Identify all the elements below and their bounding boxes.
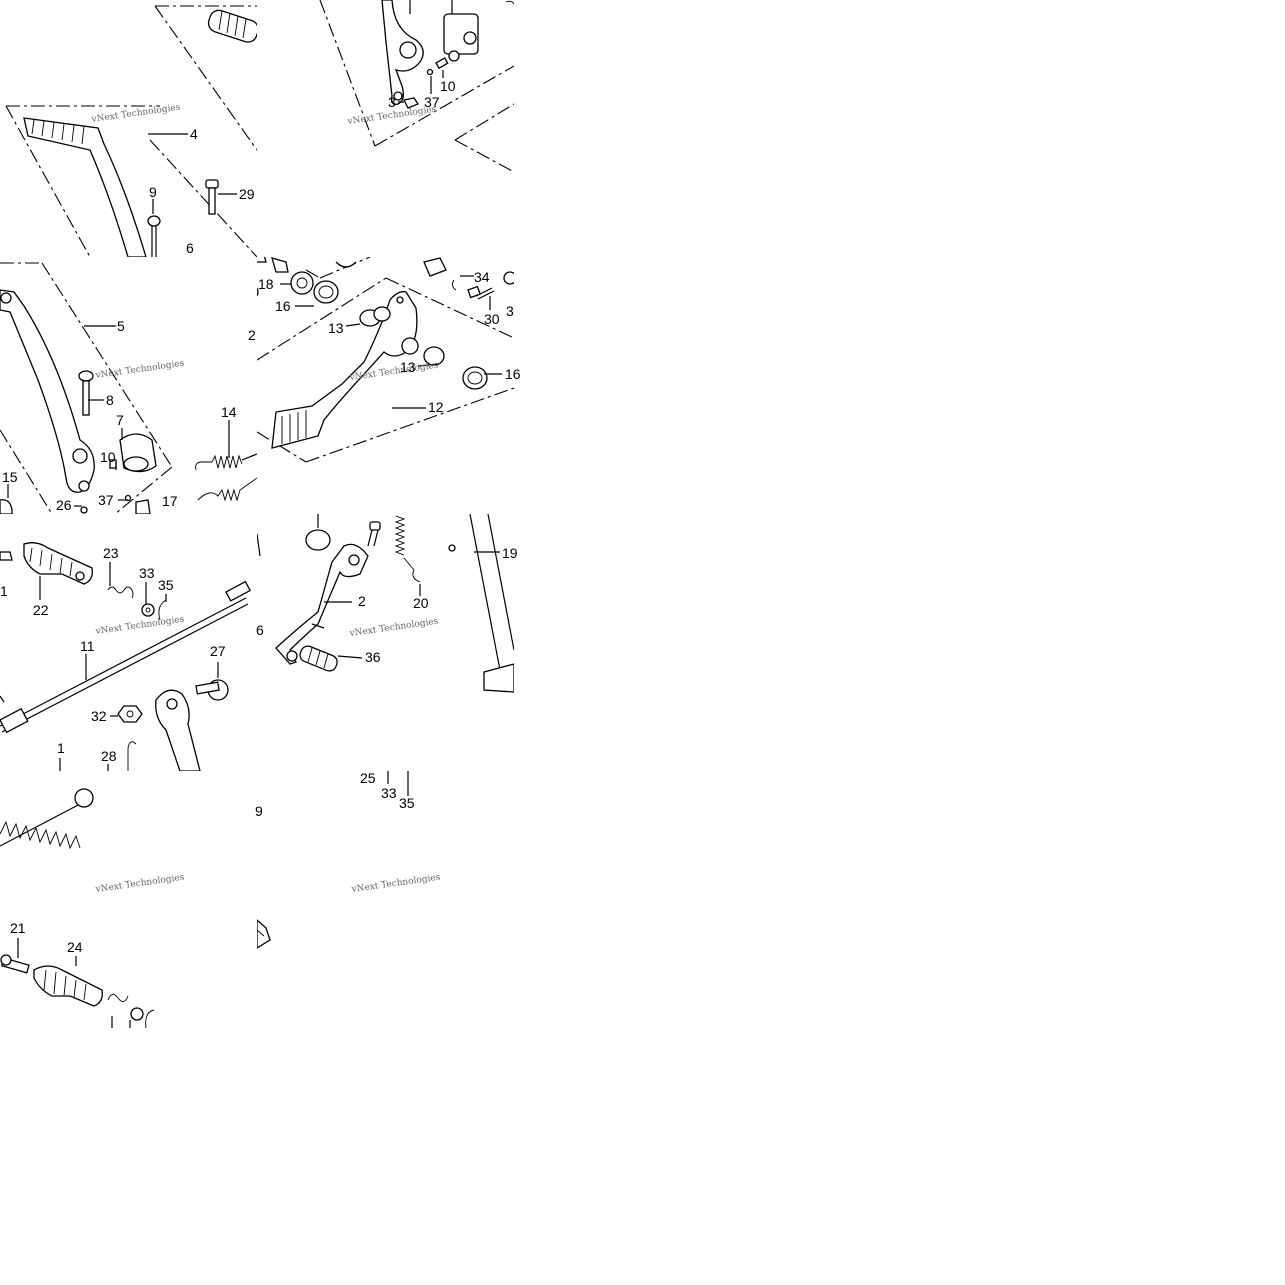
nut-32 xyxy=(117,705,143,723)
grip-rubber xyxy=(207,9,257,43)
part-label: 29 xyxy=(239,186,255,202)
bolt-30 xyxy=(467,285,495,300)
bolt-9 xyxy=(147,215,161,257)
part-label: 34 xyxy=(474,269,490,285)
bolt-8 xyxy=(78,370,94,416)
tile-shift-lever xyxy=(257,514,514,693)
part-label: 10 xyxy=(100,449,116,465)
seal-16b xyxy=(462,366,488,390)
tile-footpeg-rear xyxy=(0,788,155,1028)
watermark: vNext Technologies xyxy=(94,615,185,638)
bolt xyxy=(367,521,381,547)
washer-18 xyxy=(290,271,314,295)
part-label: 23 xyxy=(103,545,119,561)
bolt-27 xyxy=(195,679,229,701)
footpeg-22 xyxy=(23,542,93,585)
part-label: 33 xyxy=(139,565,155,581)
part-label: 12 xyxy=(428,399,444,415)
spring-14 xyxy=(195,453,257,471)
tile-kickstarter-lever xyxy=(5,5,257,257)
part-label: 25 xyxy=(360,770,376,786)
part-label: 13 xyxy=(328,320,344,336)
part-label: 30 xyxy=(484,311,500,327)
part-label: 18 xyxy=(258,276,274,292)
part-label: 1 xyxy=(57,740,65,756)
part-label: 3 xyxy=(388,94,396,110)
tile-kick-arm xyxy=(0,262,257,514)
part-label: 9 xyxy=(255,803,263,819)
watermark: vNext Technologies xyxy=(94,359,185,382)
tile-footpeg-rod xyxy=(0,542,251,771)
part-label: 7 xyxy=(116,412,124,428)
side-stand-19 xyxy=(448,514,514,693)
part-label: 6 xyxy=(256,622,264,638)
part-label: 11 xyxy=(80,638,95,654)
part-label: 32 xyxy=(91,708,107,724)
part-label: 22 xyxy=(33,602,49,618)
bushing xyxy=(305,514,331,551)
brake-rod-11 xyxy=(0,580,251,734)
watermark: vNext Technologies xyxy=(94,873,185,896)
part-label: 35 xyxy=(399,795,415,811)
kick-lever-arm xyxy=(23,117,147,257)
part-label: 15 xyxy=(2,469,18,485)
part-label: 27 xyxy=(210,643,226,659)
watermarks: vNext Technologies vNext Technologies vN… xyxy=(90,103,441,896)
bushing-13a xyxy=(359,306,391,327)
part-label: 28 xyxy=(101,748,117,764)
part-label: 16 xyxy=(505,366,521,382)
part-label: 2 xyxy=(358,593,366,609)
bolt-29 xyxy=(205,179,219,215)
part-label: 26 xyxy=(56,497,72,513)
part-label: 37 xyxy=(424,94,440,110)
brake-pedal-12 xyxy=(271,291,419,449)
part-label: 5 xyxy=(117,318,125,334)
part-label: 24 xyxy=(67,939,83,955)
spring-20 xyxy=(394,515,421,583)
part-label: 16 xyxy=(275,298,291,314)
part-label: 36 xyxy=(365,649,381,665)
part-label: 6 xyxy=(186,240,194,256)
shift-lever-2 xyxy=(275,543,369,665)
part-label: 1 xyxy=(0,583,8,599)
tile-callouts xyxy=(257,771,409,949)
part-label: 19 xyxy=(502,545,518,561)
part-label: 3 xyxy=(506,303,514,319)
part-number-labels: 4 9 29 6 3 37 10 5 8 7 10 37 17 26 15 14… xyxy=(0,78,521,955)
part-label: 33 xyxy=(381,785,397,801)
tile-brake-pedal xyxy=(257,257,514,463)
part-label: 35 xyxy=(158,577,174,593)
part-label: 8 xyxy=(106,392,114,408)
part-label: 13 xyxy=(400,359,416,375)
part-label: 14 xyxy=(221,404,237,420)
part-label: 37 xyxy=(98,492,114,508)
arm-link xyxy=(155,689,201,771)
pin-21 xyxy=(0,954,30,974)
part-label: 20 xyxy=(413,595,429,611)
coil-spring xyxy=(0,788,94,850)
part-label: 10 xyxy=(440,78,456,94)
part-label: 17 xyxy=(162,493,178,509)
part-label: 2 xyxy=(248,327,256,343)
tile-lever-clamp xyxy=(319,0,514,173)
peg-rubber-36 xyxy=(299,645,338,672)
part-label: 4 xyxy=(190,126,198,142)
part-label: 21 xyxy=(10,920,26,936)
footpeg-24 xyxy=(33,965,103,1007)
watermark: vNext Technologies xyxy=(348,617,439,640)
part-label: 9 xyxy=(149,184,157,200)
seal-16 xyxy=(313,280,339,304)
clamp-7 xyxy=(119,433,157,473)
watermark: vNext Technologies xyxy=(350,873,441,896)
